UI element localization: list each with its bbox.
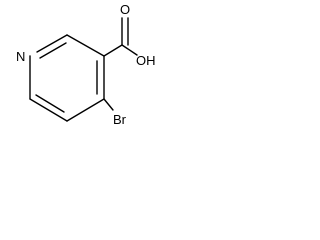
nitrogen-label: N — [16, 49, 25, 64]
bond-ring-carboxyl — [103, 44, 123, 57]
bond-c-br — [103, 98, 114, 111]
double-bond-inner-c5-c4 — [35, 94, 65, 113]
carboxyl-group — [103, 17, 138, 57]
bromine-label: Br — [113, 112, 127, 127]
bond-c4-c3 — [66, 98, 105, 122]
bond-c-oh — [121, 44, 138, 56]
hydroxyl-label: OH — [136, 53, 156, 68]
structure-diagram: N OH O Br — [16, 2, 156, 127]
bond-c2-c1 — [66, 34, 105, 57]
double-bond-inner-c1-n — [39, 42, 67, 59]
pyridine-ring — [29, 34, 105, 122]
carbonyl-oxygen-label: O — [120, 2, 130, 17]
bond-c5-c4 — [29, 98, 68, 122]
bond-c1-n — [36, 34, 68, 53]
